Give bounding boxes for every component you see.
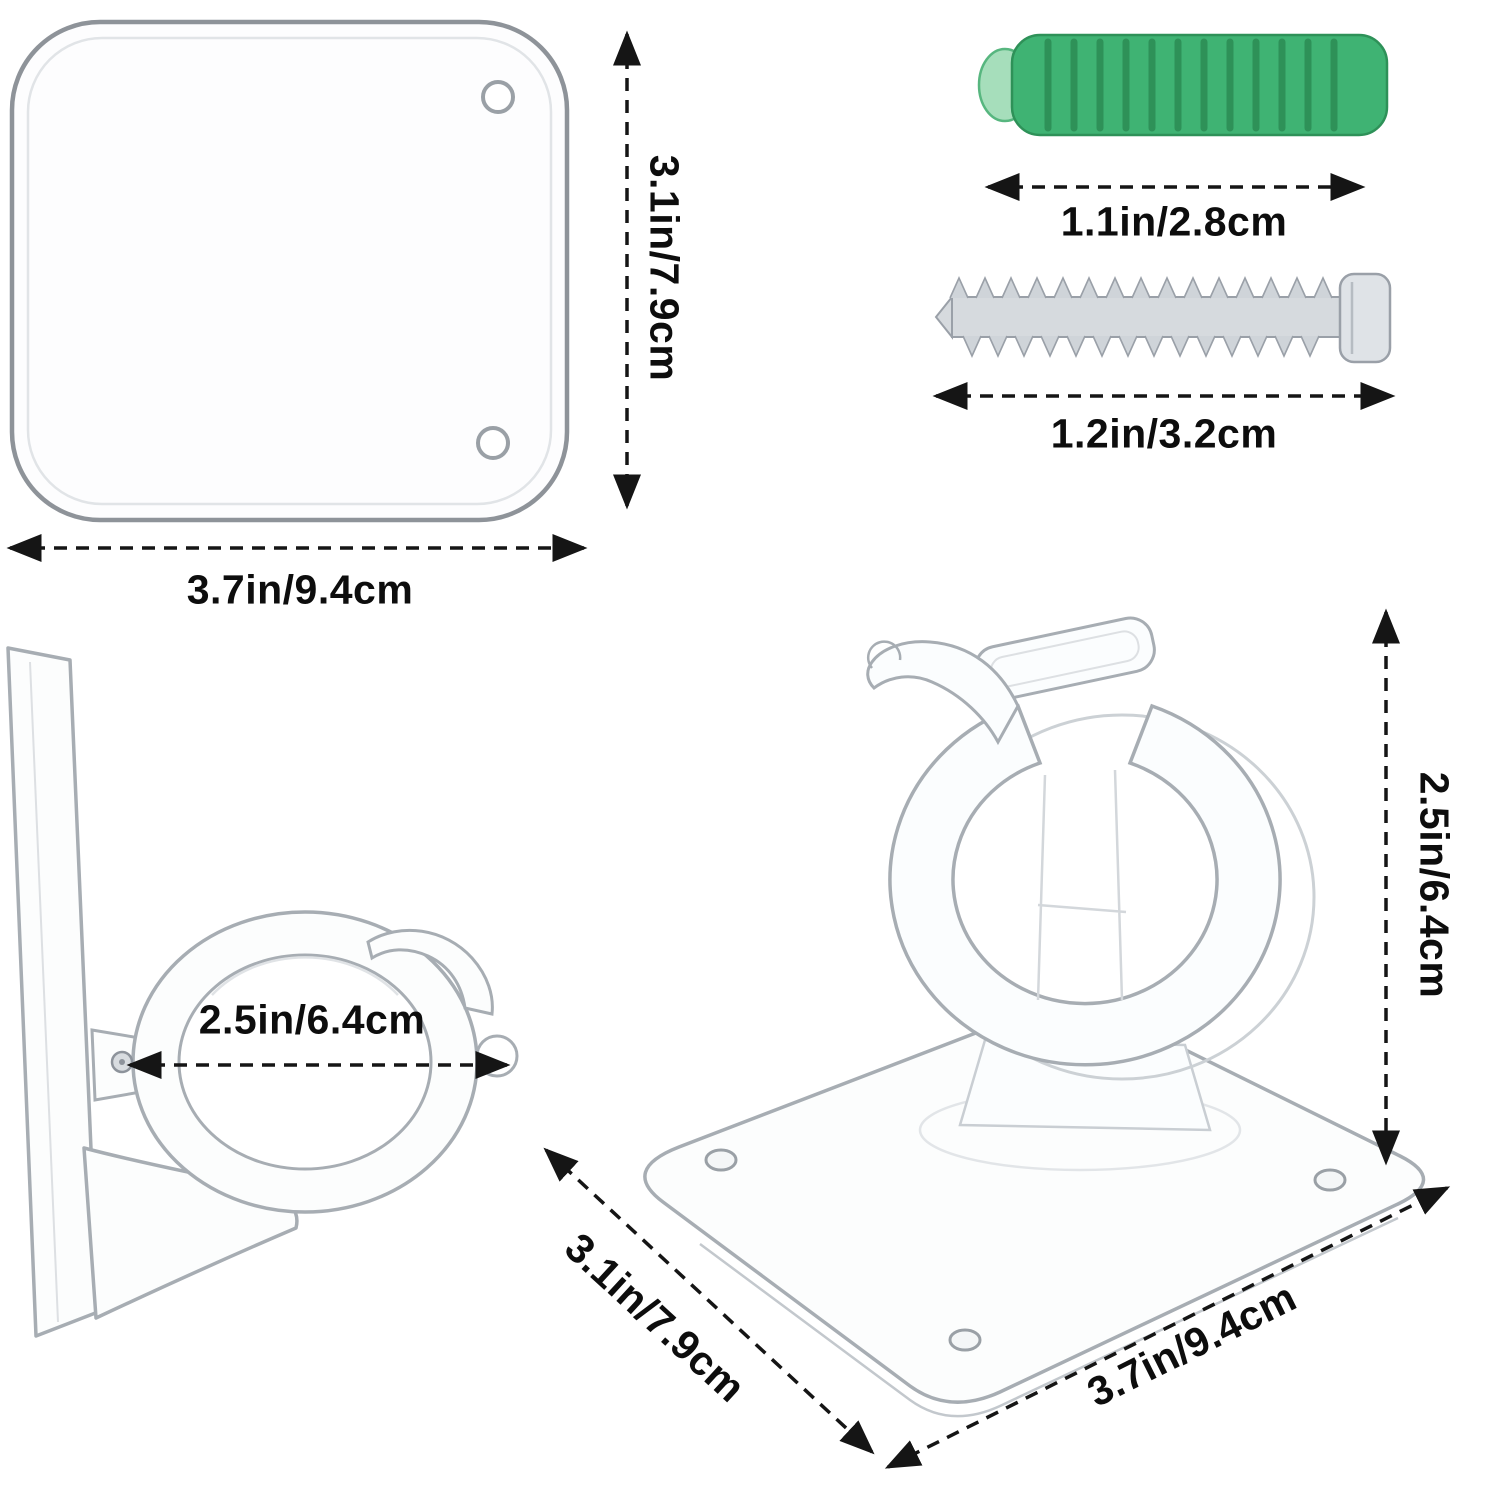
side-backplate <box>6 646 100 1338</box>
screw-threads-bottom <box>962 335 1320 358</box>
side-ring-hook-curl <box>475 1034 519 1078</box>
side-ring-reflection <box>211 956 399 996</box>
plate-top-view <box>9 19 570 523</box>
anchor-ribs <box>1044 38 1338 132</box>
persp-hook-curl <box>866 640 902 669</box>
anchor-body <box>1010 33 1389 137</box>
screw-head <box>1338 272 1392 364</box>
side-ring-inner <box>177 953 433 1171</box>
screw-threads-top <box>949 276 1333 299</box>
side-ring-clasp <box>366 928 494 1016</box>
screw-length-label: 1.2in/3.2cm <box>1050 410 1278 457</box>
persp-latch-hook <box>866 640 1020 746</box>
side-pivot-center <box>119 1059 125 1065</box>
screw <box>934 272 1392 364</box>
bracket-height-label: 2.5in/6.4cm <box>1411 771 1458 999</box>
persp-hole-right <box>1313 1168 1347 1192</box>
persp-ring-inner-detail <box>1036 769 1127 1001</box>
plate-width-label: 3.7in/9.4cm <box>186 566 414 613</box>
dimension-line-bracket-depth <box>543 1147 875 1455</box>
persp-hole-left <box>704 1148 738 1172</box>
screw-shaft <box>951 296 1343 338</box>
plate-inner-edge <box>26 36 553 506</box>
dimension-line-bracket-width <box>884 1186 1451 1469</box>
anchor-length-label: 1.1in/2.8cm <box>1060 198 1288 245</box>
persp-hole-bottom <box>948 1328 982 1352</box>
dimension-lines <box>6 30 1451 1469</box>
plate-hole-top <box>481 80 515 114</box>
bracket-perspective-view <box>643 616 1426 1418</box>
screw-tip <box>934 294 953 340</box>
bracket-side-view <box>6 646 519 1338</box>
plate-hole-bottom <box>476 426 510 460</box>
persp-ring-front <box>888 703 1282 1067</box>
side-backplate-edge <box>29 661 59 1323</box>
plate-outline <box>9 19 570 523</box>
wall-anchor <box>977 33 1389 137</box>
plate-height-label: 3.1in/7.9cm <box>641 154 688 382</box>
ring-diameter-label: 2.5in/6.4cm <box>198 996 426 1043</box>
